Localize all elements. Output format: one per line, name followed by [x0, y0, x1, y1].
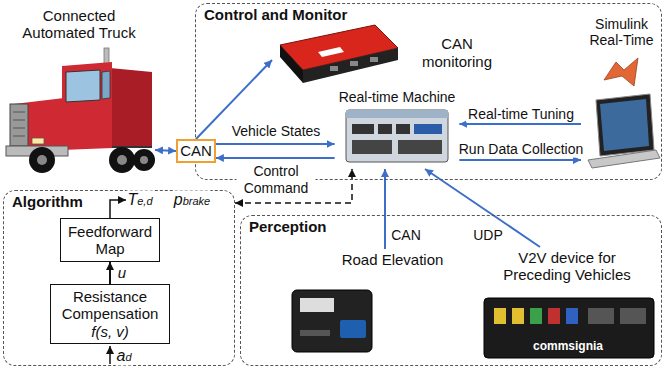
process-box: Feedforward Map [60, 218, 160, 262]
truck-illustration [6, 48, 155, 173]
device-node: Road Elevation [285, 249, 460, 363]
node-text: CAN monitoring [412, 35, 502, 70]
connector-label: Real-time Tuning [466, 106, 576, 123]
connector-arrow [459, 123, 581, 125]
connector-label: Control Command [237, 163, 316, 197]
device-brand: commsignia [533, 339, 603, 353]
connector-arrow [384, 169, 386, 249]
v2v-device-illustration [484, 298, 654, 358]
device-node: CAN monitoring [272, 20, 510, 85]
connector-arrow [216, 157, 335, 159]
signal-label: pbrake [173, 190, 211, 209]
node-text: Real-time Machine [339, 89, 456, 105]
connector-arrow [109, 262, 111, 284]
node-text: Feedforward Map [65, 223, 155, 258]
node-text: Road Elevation [342, 251, 444, 268]
node-text: CAN [180, 142, 212, 159]
truck-node: Connected Automated Truck [3, 5, 155, 179]
signal-label: Te,d [126, 190, 153, 209]
node-text: Resistance Compensation [55, 288, 165, 323]
region-box: Control and MonitorCANCAN monitoringReal… [195, 3, 662, 180]
road-elevation-sensor-illustration [292, 290, 372, 352]
device-node: Simulink Real-Time [581, 14, 662, 176]
node-text: Connected Automated Truck [14, 7, 144, 42]
connector-label: Vehicle States [230, 123, 323, 140]
region-title: Perception [249, 218, 327, 235]
region-title: Control and Monitor [204, 6, 347, 23]
node-text: Simulink Real-Time [581, 16, 662, 48]
connector-label: u [116, 264, 128, 282]
connector-arrow [155, 150, 176, 151]
connector-arrow [425, 169, 540, 247]
laptop-illustration [588, 58, 660, 168]
connector-label: CAN [389, 227, 423, 244]
process-box: Resistance Compensationf(s, v) [50, 284, 170, 344]
node-text: V2V device for Preceding Vehicles [497, 249, 637, 284]
connector-arrow [216, 143, 335, 145]
signal-label: ad [115, 346, 132, 365]
node-text: f(s, v) [91, 323, 129, 340]
realtime-machine-illustration [346, 110, 448, 162]
connector-label: UDP [471, 227, 505, 244]
connector-label: Run Data Collection [457, 141, 586, 158]
device-node: Real-time Machine [335, 87, 460, 169]
region-title: Algorithm [12, 193, 83, 210]
can-bus-box: CAN [176, 139, 216, 163]
can-logger-illustration [280, 25, 398, 83]
connector-arrow [459, 159, 581, 161]
